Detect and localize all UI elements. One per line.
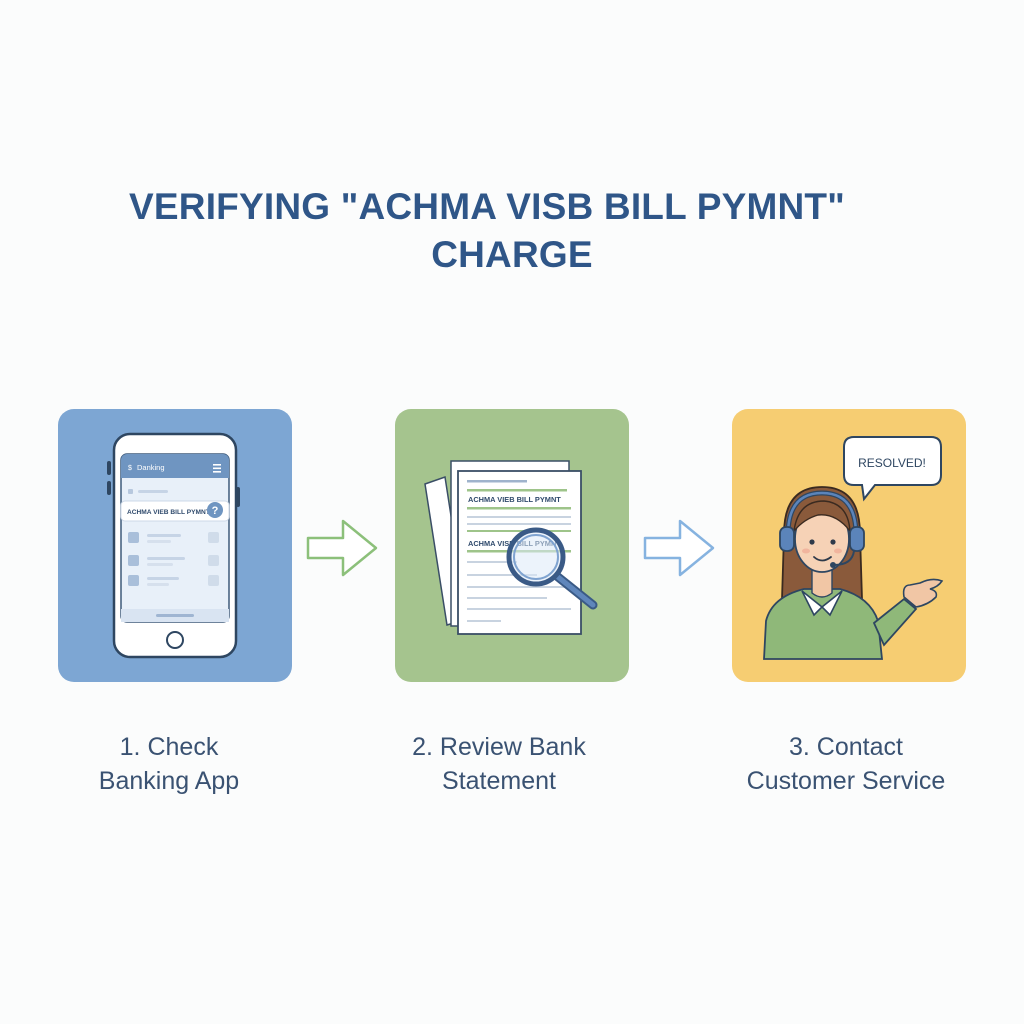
step-2-caption-line-1: 2. Review Bank [412,733,586,761]
step-1-caption-line-1: 1. Check [119,733,219,761]
speech-bubble: RESOLVED! [843,436,942,502]
step-3-caption-line-1: 3. Contact [789,733,903,761]
transaction-label: ACHMA VIEB BILL PYMNT [127,509,210,516]
step-3-caption: 3. Contact Customer Service [696,730,996,798]
step-1-panel: $ Danking ACHMA VIEB BILL PYMNT ? [58,409,292,682]
magnifier-icon [506,527,598,610]
step-1-caption: 1. Check Banking App [19,730,319,798]
step-3-panel: RESOLVED! [732,409,966,682]
speech-bubble-text: RESOLVED! [858,456,926,470]
app-header-label: Danking [137,463,165,472]
step-3-caption-line-2: Customer Service [746,767,946,795]
bank-statement-icon: ACHMA VIEB BILL PYMNT ACHMA VISB BILL PY… [424,460,598,635]
smartphone-icon: $ Danking ACHMA VIEB BILL PYMNT ? [107,432,240,659]
step-1-caption-line-2: Banking App [98,767,240,795]
step-2-panel: ACHMA VIEB BILL PYMNT ACHMA VISB BILL PY… [395,409,629,682]
statement-line-1: ACHMA VIEB BILL PYMNT [468,495,561,504]
svg-text:$: $ [128,465,132,472]
page-title: VERIFYING "ACHMA VISB BILL PYMNT" CHARGE [0,183,1024,279]
arrow-right-icon [642,516,718,580]
title-line-1: VERIFYING "ACHMA VISB BILL PYMNT" [129,186,845,227]
support-agent-icon: RESOLVED! [763,436,944,660]
arrow-right-icon [305,516,381,580]
title-line-2: CHARGE [431,234,593,275]
step-2-caption-line-2: Statement [442,767,556,795]
step-2-caption: 2. Review Bank Statement [349,730,649,798]
help-icon: ? [212,505,219,517]
